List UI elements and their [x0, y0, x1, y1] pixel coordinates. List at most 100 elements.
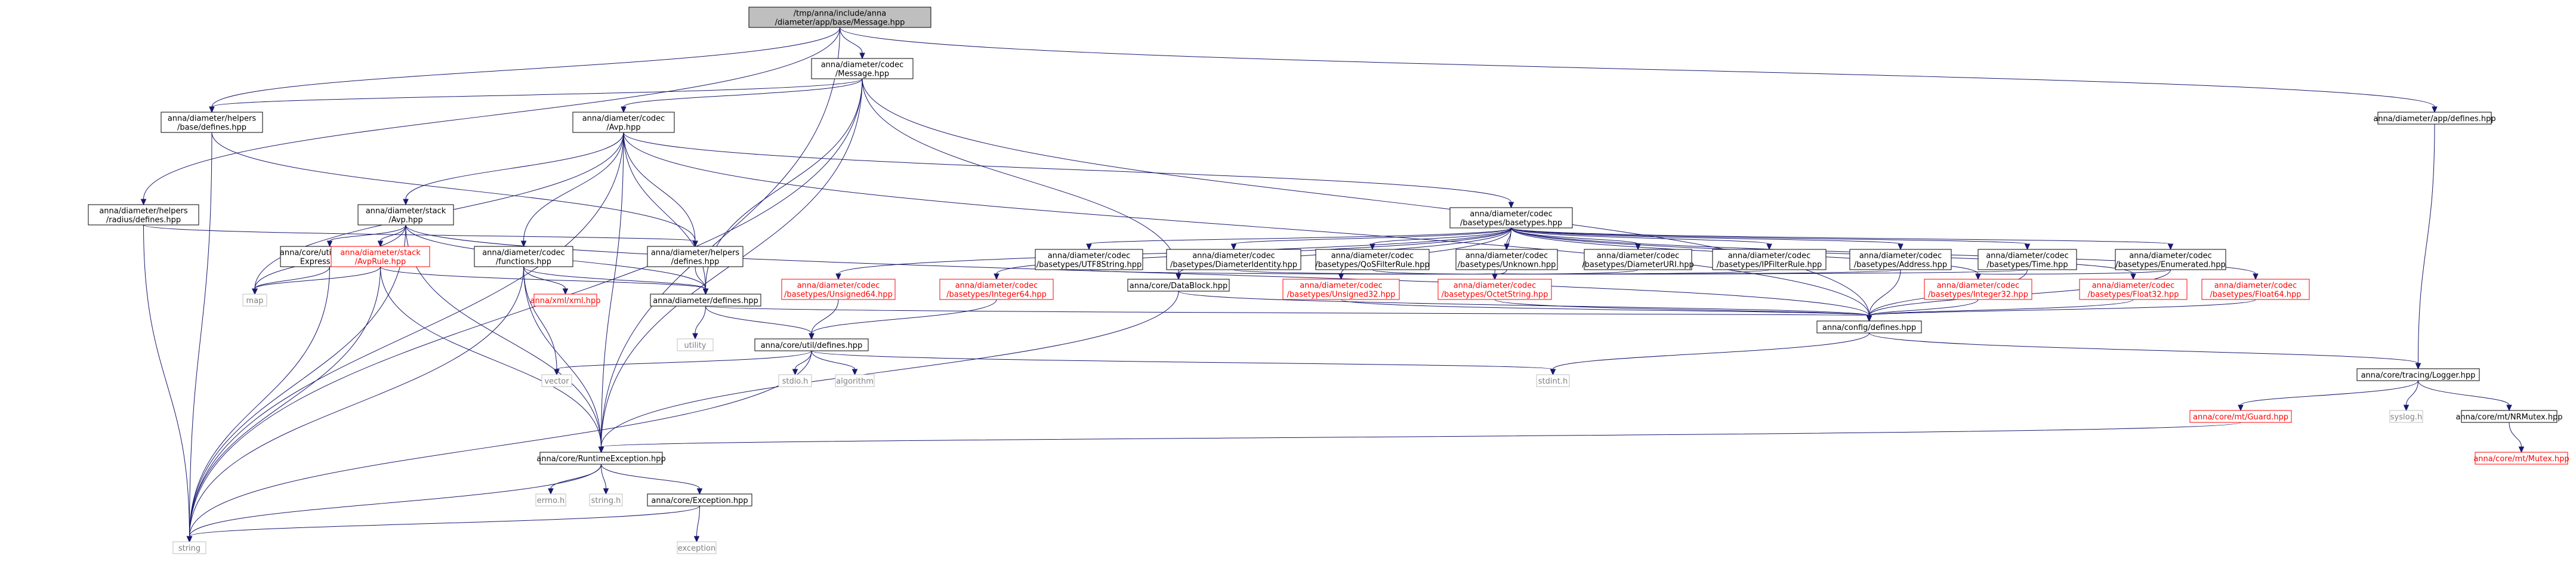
node-root[interactable]: /tmp/anna/include/anna/diameter/app/base…	[748, 7, 931, 28]
node-ddef[interactable]: anna/diameter/defines.hpp	[650, 294, 761, 307]
node-box	[1712, 249, 1827, 270]
node-box	[835, 374, 875, 387]
node-stdio[interactable]: stdio.h	[778, 374, 812, 387]
node-box	[647, 246, 744, 267]
node-addr[interactable]: anna/diameter/codec/basetypes/Address.hp…	[1849, 249, 1952, 270]
node-f64[interactable]: anna/diameter/codec/basetypes/Float64.hp…	[2201, 279, 2310, 300]
node-label-line: /basetypes/basetypes.hpp	[1460, 219, 1562, 228]
node-uri[interactable]: anna/diameter/codec/basetypes/DiameterUR…	[1582, 249, 1694, 270]
node-box	[172, 541, 206, 554]
node-exc[interactable]: anna/core/Exception.hpp	[647, 493, 752, 507]
node-ipf[interactable]: anna/diameter/codec/basetypes/IPFilterRu…	[1712, 249, 1827, 270]
node-logger[interactable]: anna/core/tracing/Logger.hpp	[2356, 368, 2480, 381]
edge-cfg-to-stdint	[1550, 332, 1869, 376]
node-diamid[interactable]: anna/diameter/codec/basetypes/DiameterId…	[1166, 249, 1301, 270]
node-label-line: /defines.hpp	[671, 258, 720, 267]
edge-stack-to-multi	[326, 224, 406, 248]
node-datablock[interactable]: anna/core/DataBlock.hpp	[1127, 279, 1230, 292]
node-u64[interactable]: anna/diameter/codec/basetypes/Unsigned64…	[781, 279, 896, 300]
node-box	[2377, 112, 2492, 125]
node-label-line: anna/diameter/codec	[797, 282, 880, 291]
node-enum[interactable]: anna/diameter/codec/basetypes/Enumerated…	[2115, 249, 2226, 270]
edge-basetypes-to-time	[1511, 227, 2031, 251]
node-rte[interactable]: anna/core/RuntimeException.hpp	[536, 452, 666, 465]
node-hdef[interactable]: anna/diameter/helpers/defines.hpp	[647, 246, 744, 267]
node-octet[interactable]: anna/diameter/codec/basetypes/OctetStrin…	[1437, 279, 1552, 300]
edge-rte-to-stringh	[601, 464, 609, 495]
edge-avp-to-func	[520, 132, 624, 248]
nodes-layer: /tmp/anna/include/anna/diameter/app/base…	[88, 7, 2569, 554]
node-label-line: /basetypes/DiameterIdentity.hpp	[1170, 261, 1297, 270]
node-i32[interactable]: anna/diameter/codec/basetypes/Integer32.…	[1924, 279, 2032, 300]
edge-stack-to-cfg	[405, 224, 1872, 322]
node-errno[interactable]: errno.h	[535, 493, 566, 507]
edge-logger-to-syslog	[2403, 380, 2418, 412]
node-cdefs[interactable]: anna/core/util/defines.hpp	[754, 338, 869, 351]
node-basetypes[interactable]: anna/diameter/codec/basetypes/basetypes.…	[1449, 207, 1573, 229]
node-f32[interactable]: anna/diameter/codec/basetypes/Float32.hp…	[2079, 279, 2188, 300]
edge-multi-to-map	[252, 266, 330, 295]
node-algorithm[interactable]: algorithm	[835, 374, 875, 387]
node-vector[interactable]: vector	[541, 374, 572, 387]
node-nrmutex[interactable]: anna/core/mt/NRMutex.hpp	[2455, 410, 2563, 423]
node-hrad[interactable]: anna/diameter/helpers/radius/defines.hpp	[88, 204, 199, 226]
node-time[interactable]: anna/diameter/codec/basetypes/Time.hpp	[1977, 249, 2077, 270]
node-map[interactable]: map	[242, 294, 267, 307]
node-label-line: anna/core/mt/Guard.hpp	[2193, 413, 2288, 422]
node-guard[interactable]: anna/core/mt/Guard.hpp	[2189, 410, 2292, 423]
node-stack[interactable]: anna/diameter/stack/Avp.hpp	[357, 204, 454, 226]
node-box	[572, 112, 675, 133]
node-box	[1536, 374, 1570, 387]
node-stdint[interactable]: stdint.h	[1536, 374, 1570, 387]
node-label-line: /basetypes/UTF8String.hpp	[1036, 261, 1142, 270]
node-label-line: /basetypes/Float64.hpp	[2210, 291, 2301, 300]
node-u32[interactable]: anna/diameter/codec/basetypes/Unsigned32…	[1282, 279, 1400, 300]
node-label-line: anna/diameter/codec	[1470, 210, 1553, 219]
node-qos[interactable]: anna/diameter/codec/basetypes/QoSFilterR…	[1315, 249, 1430, 270]
node-avp[interactable]: anna/diameter/codec/Avp.hpp	[572, 112, 675, 133]
node-syslog[interactable]: syslog.h	[2389, 410, 2423, 423]
node-label-line: /basetypes/QoSFilterRule.hpp	[1315, 261, 1429, 270]
node-box	[1977, 249, 2077, 270]
edge-multi-to-string	[186, 266, 330, 543]
node-label-line: anna/config/defines.hpp	[1822, 323, 1916, 332]
edge-nrmutex-to-mutex	[2509, 422, 2525, 453]
node-box	[1166, 249, 1301, 270]
edge-ddef-to-utility	[692, 305, 706, 340]
node-stringh[interactable]: string.h	[589, 493, 623, 507]
node-mutex[interactable]: anna/core/mt/Mutex.hpp	[2473, 452, 2569, 465]
node-xml[interactable]: anna/xml/xml.hpp	[530, 294, 601, 307]
node-label-line: /basetypes/Time.hpp	[1986, 261, 2068, 270]
node-cfg[interactable]: anna/config/defines.hpp	[1816, 320, 1922, 334]
node-box	[2201, 279, 2310, 300]
node-label-line: anna/diameter/codec	[1859, 252, 1942, 261]
node-label-line: algorithm	[836, 377, 874, 386]
edge-basetypes-to-ipf	[1511, 227, 1772, 251]
node-avprule[interactable]: anna/diameter/stack/AvpRule.hpp	[331, 246, 430, 267]
node-appdef[interactable]: anna/diameter/app/defines.hpp	[2373, 112, 2496, 125]
node-box	[88, 204, 199, 226]
edge-f32-to-cfg	[1866, 299, 2134, 322]
node-box	[1437, 279, 1552, 300]
node-i64[interactable]: anna/diameter/codec/basetypes/Integer64.…	[939, 279, 1054, 300]
node-exception[interactable]: exception	[677, 541, 717, 554]
node-utility[interactable]: utility	[677, 338, 714, 351]
edge-msg-to-string	[186, 78, 863, 543]
node-label-line: vector	[544, 377, 569, 386]
node-hbase[interactable]: anna/diameter/helpers/base/defines.hpp	[161, 112, 263, 133]
node-utf8[interactable]: anna/diameter/codec/basetypes/UTF8String…	[1035, 249, 1143, 270]
node-string[interactable]: string	[172, 541, 206, 554]
node-label-line: anna/diameter/codec	[1937, 282, 2020, 291]
node-unknown[interactable]: anna/diameter/codec/basetypes/Unknown.hp…	[1455, 249, 1558, 270]
node-box	[647, 493, 752, 507]
node-label-line: map	[246, 297, 264, 305]
node-label-line: anna/diameter/helpers	[99, 207, 188, 216]
node-msg[interactable]: anna/diameter/codec/Message.hpp	[811, 58, 914, 79]
node-label-line: anna/diameter/helpers	[168, 115, 257, 124]
edge-addr-to-octet	[1492, 269, 1901, 280]
node-label-line: /Message.hpp	[835, 70, 889, 79]
node-func[interactable]: anna/diameter/codec/functions.hpp	[474, 246, 573, 267]
edge-enum-to-i32	[1975, 269, 2171, 280]
node-box	[811, 58, 914, 79]
